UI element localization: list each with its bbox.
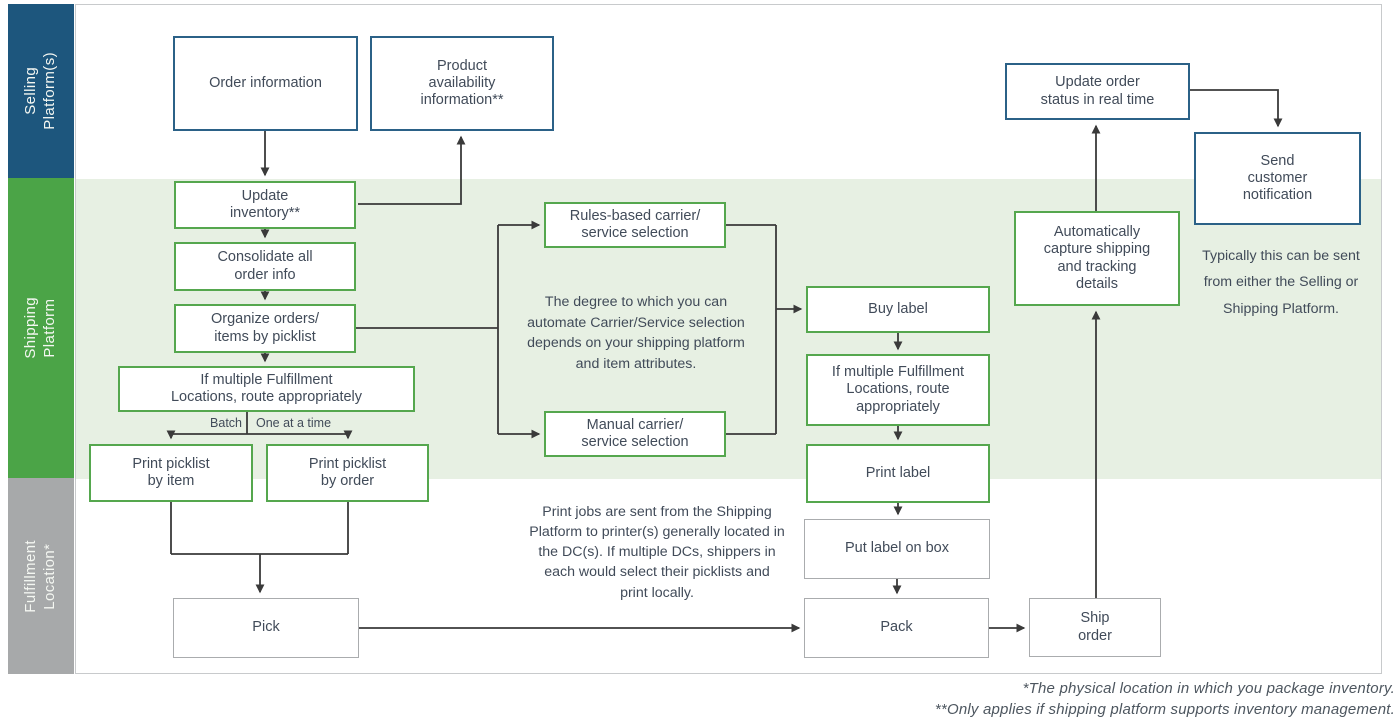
lane-shipping-platform: Shipping Platform — [8, 178, 74, 478]
flow-box-update-order-status: Update order status in real time — [1005, 63, 1190, 120]
flow-box-route-appropriately-right: If multiple Fulfillment Locations, route… — [806, 354, 990, 426]
flow-box-organize-orders: Organize orders/ items by picklist — [174, 304, 356, 353]
lane-selling-platform: Selling Platform(s) — [8, 4, 74, 178]
box-label: If multiple Fulfillment Locations, route… — [170, 371, 363, 405]
box-label: Pack — [880, 619, 913, 636]
box-label: Ship order — [1078, 610, 1112, 644]
box-label: Automatically capture shipping and track… — [1043, 224, 1151, 292]
box-label: Update order status in real time — [1040, 74, 1155, 108]
box-label: If multiple Fulfillment Locations, route… — [831, 364, 965, 415]
flow-box-print-label: Print label — [806, 444, 990, 503]
flow-box-put-label-on-box: Put label on box — [804, 519, 990, 579]
flow-box-pack: Pack — [804, 598, 989, 658]
flow-box-print-picklist-by-item: Print picklist by item — [89, 444, 253, 502]
box-label: Update inventory** — [229, 187, 301, 221]
flow-box-print-picklist-by-order: Print picklist by order — [266, 444, 429, 502]
box-label: Print picklist by item — [132, 455, 210, 489]
note-typically-sent: Typically this can be sent from either t… — [1202, 248, 1360, 317]
flow-box-send-customer-notification: Send customer notification — [1194, 132, 1361, 225]
flow-box-order-information: Order information — [173, 36, 358, 131]
lane-selling-label: Selling Platform(s) — [22, 52, 58, 130]
flow-box-update-inventory: Update inventory** — [174, 181, 356, 229]
flow-box-manual-selection: Manual carrier/ service selection — [544, 411, 726, 457]
box-label: Consolidate all order info — [217, 249, 313, 283]
flow-box-ship-order: Ship order — [1029, 598, 1161, 657]
footnotes: *The physical location in which you pack… — [934, 680, 1395, 718]
box-label: Rules-based carrier/ service selection — [569, 207, 701, 241]
box-label: Send customer notification — [1242, 152, 1313, 204]
diagram-canvas: Order information Product availability i… — [75, 4, 1382, 674]
flow-box-rules-based-selection: Rules-based carrier/ service selection — [544, 202, 726, 248]
note-print-jobs: Print jobs are sent from the Shipping Pl… — [529, 504, 785, 601]
flow-box-pick: Pick — [173, 598, 359, 658]
box-label: Print picklist by order — [308, 455, 387, 489]
box-label: Buy label — [868, 300, 928, 317]
flow-box-route-appropriately: If multiple Fulfillment Locations, route… — [118, 366, 415, 412]
box-label: Organize orders/ items by picklist — [211, 311, 319, 345]
box-label: Manual carrier/ service selection — [581, 416, 689, 450]
box-label: Pick — [252, 619, 280, 636]
lane-fulfillment-location: Fulfillment Location* — [8, 478, 74, 674]
box-label: Product availability information** — [420, 57, 504, 109]
box-label: Print label — [865, 464, 931, 481]
branch-label-one-at-a-time: One at a time — [256, 416, 332, 430]
box-label: Order information — [209, 74, 322, 91]
note-degree-of-automation: The degree to which you can automate Car… — [527, 294, 745, 372]
lane-shipping-label: Shipping Platform — [22, 297, 58, 359]
branch-label-batch: Batch — [210, 416, 242, 430]
flow-box-product-availability: Product availability information** — [370, 36, 554, 131]
flow-box-buy-label: Buy label — [806, 286, 990, 333]
lane-fulfillment-label: Fulfillment Location* — [22, 539, 58, 613]
flow-box-auto-capture-tracking: Automatically capture shipping and track… — [1014, 211, 1180, 306]
box-label: Put label on box — [845, 540, 949, 557]
flow-box-consolidate-order-info: Consolidate all order info — [174, 242, 356, 291]
